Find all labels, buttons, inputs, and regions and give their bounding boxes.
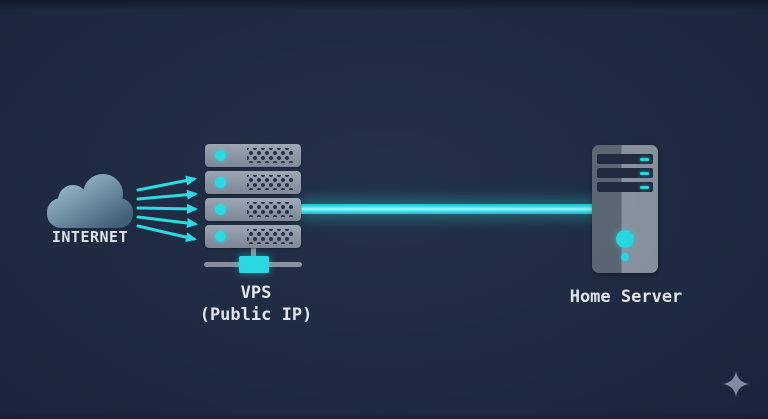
vps-label: VPS (Public IP) [166, 282, 346, 326]
drive-bay [597, 168, 653, 178]
vps-server-unit [205, 171, 301, 194]
server-led-icon [215, 150, 226, 161]
power-led-icon [621, 253, 629, 261]
home-server-label: Home Server [569, 287, 683, 307]
vps-server-unit [205, 225, 301, 248]
server-vents-icon [247, 175, 293, 190]
drive-bay-led-icon [640, 185, 649, 189]
internet-label: INTERNET [51, 228, 129, 246]
tunnel-connection-line [301, 204, 597, 214]
server-vents-icon [247, 202, 293, 217]
vps-server-stack [205, 144, 301, 252]
traffic-arrows-icon [136, 175, 198, 243]
vps-label-line2: (Public IP) [199, 305, 313, 325]
home-server-tower [592, 145, 658, 273]
drive-bay-led-icon [640, 171, 649, 175]
vps-server-unit [205, 144, 301, 167]
server-led-icon [215, 177, 226, 188]
drive-bay [597, 154, 653, 164]
server-vents-icon [247, 148, 293, 163]
power-button-icon [616, 230, 634, 248]
drive-bay-led-icon [640, 157, 649, 161]
vps-uplink-box-icon [239, 256, 269, 273]
server-led-icon [215, 231, 226, 242]
server-vents-icon [247, 229, 293, 244]
drive-bay [597, 182, 653, 192]
vps-server-unit [205, 198, 301, 221]
internet-cloud-icon [45, 168, 135, 230]
server-led-icon [215, 204, 226, 215]
vps-label-line1: VPS [240, 283, 272, 303]
four-point-star-icon [723, 371, 749, 397]
